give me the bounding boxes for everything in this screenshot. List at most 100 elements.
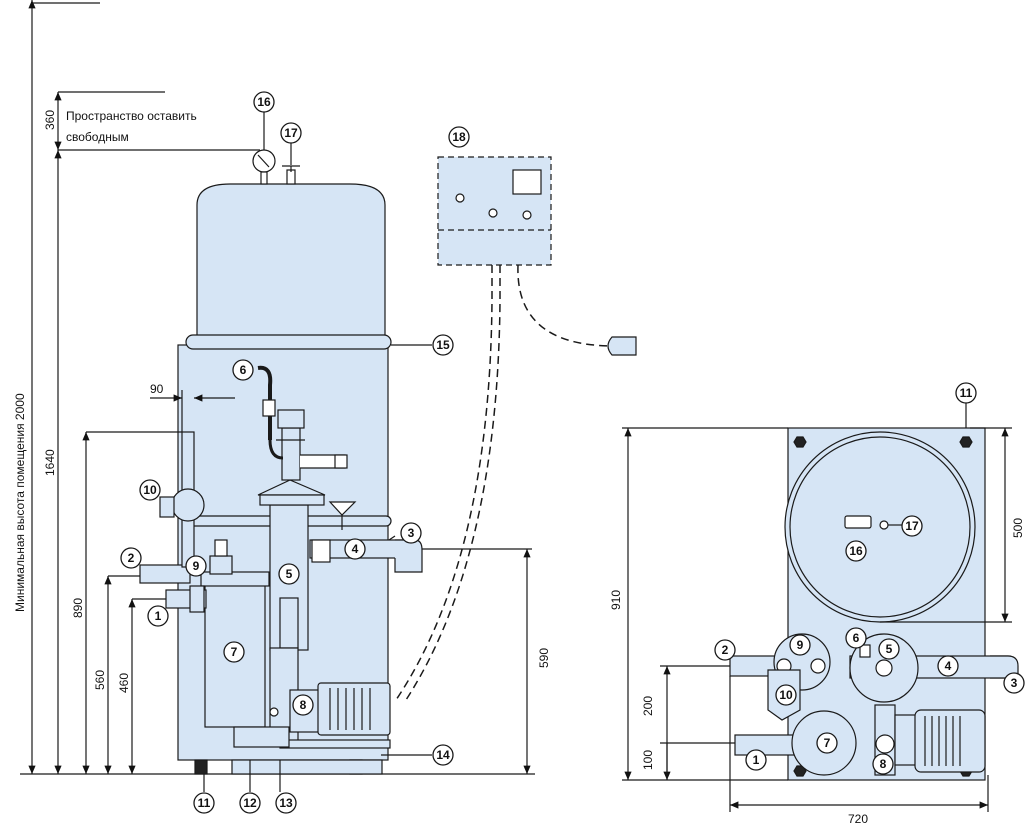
top-callout-7: 7 bbox=[816, 732, 838, 754]
min-height-label: Минимальная высота помещения 2000 bbox=[13, 393, 27, 612]
svg-text:4: 4 bbox=[352, 542, 359, 556]
svg-text:5: 5 bbox=[286, 567, 293, 581]
svg-text:1: 1 bbox=[155, 609, 162, 623]
top-callout-1: 1 bbox=[745, 749, 767, 771]
dim-label-100: 100 bbox=[641, 750, 655, 770]
svg-text:16: 16 bbox=[257, 95, 271, 109]
side-callouts: 16 17 18 15 6 10 3 4 2 9 5 1 7 8 14 11 1… bbox=[120, 91, 470, 814]
callout-12: 12 bbox=[239, 792, 261, 814]
outlet-elbow bbox=[394, 539, 423, 573]
bolt-icon bbox=[959, 436, 973, 448]
side-view bbox=[20, 0, 637, 792]
svg-text:6: 6 bbox=[240, 363, 247, 377]
svg-text:2: 2 bbox=[722, 643, 729, 657]
callout-1: 1 bbox=[147, 605, 169, 627]
dim-label-1640: 1640 bbox=[43, 449, 57, 476]
top-callout-8: 8 bbox=[872, 753, 894, 775]
dim-label-890: 890 bbox=[71, 598, 85, 618]
callout-14: 14 bbox=[432, 744, 454, 766]
svg-text:4: 4 bbox=[945, 659, 952, 673]
callout-7: 7 bbox=[223, 641, 245, 663]
dim-label-460: 460 bbox=[117, 673, 131, 693]
top-valve bbox=[879, 520, 889, 530]
top-callout-2: 2 bbox=[714, 639, 736, 661]
dim-label-560: 560 bbox=[93, 670, 107, 690]
manometer-stem bbox=[260, 171, 268, 185]
dim-label-200: 200 bbox=[641, 696, 655, 716]
top-callout-4: 4 bbox=[937, 655, 959, 677]
inner-pipe bbox=[279, 597, 299, 649]
svg-text:14: 14 bbox=[436, 748, 450, 762]
svg-text:7: 7 bbox=[824, 736, 831, 750]
note-line-2: свободным bbox=[66, 130, 129, 144]
pump-cable bbox=[395, 265, 493, 701]
dim-label-590: 590 bbox=[537, 648, 551, 668]
callout-2: 2 bbox=[120, 547, 142, 569]
dim-label-720: 720 bbox=[848, 812, 868, 826]
valve-10 bbox=[171, 488, 205, 522]
top-view bbox=[622, 403, 1019, 812]
top-callout-5: 5 bbox=[878, 638, 900, 660]
callout-8: 8 bbox=[292, 694, 314, 716]
svg-text:1: 1 bbox=[753, 753, 760, 767]
top-manometer bbox=[844, 515, 872, 529]
tank-ring bbox=[185, 334, 392, 350]
top-callout-16: 16 bbox=[845, 540, 867, 562]
callout-15: 15 bbox=[432, 334, 454, 356]
dim-label-360: 360 bbox=[43, 110, 57, 130]
svg-text:5: 5 bbox=[886, 642, 893, 656]
manometer-needle bbox=[257, 154, 270, 168]
svg-text:6: 6 bbox=[853, 631, 860, 645]
top-callout-6: 6 bbox=[845, 627, 867, 649]
svg-text:8: 8 bbox=[880, 757, 887, 771]
flex-hose bbox=[257, 365, 273, 440]
svg-text:13: 13 bbox=[279, 796, 293, 810]
svg-text:18: 18 bbox=[452, 130, 466, 144]
svg-text:7: 7 bbox=[231, 645, 238, 659]
dim-label-910: 910 bbox=[609, 590, 623, 610]
top-callout-3: 3 bbox=[1003, 672, 1025, 694]
callout-6: 6 bbox=[232, 359, 254, 381]
callout-10: 10 bbox=[139, 479, 161, 501]
callout-3: 3 bbox=[400, 522, 422, 544]
svg-text:16: 16 bbox=[849, 544, 863, 558]
svg-text:3: 3 bbox=[408, 526, 415, 540]
tank-dome bbox=[196, 183, 386, 346]
top-callout-10: 10 bbox=[775, 684, 797, 706]
svg-text:10: 10 bbox=[143, 483, 157, 497]
mains-cable bbox=[517, 264, 613, 347]
foot-left bbox=[194, 759, 208, 775]
svg-text:12: 12 bbox=[243, 796, 257, 810]
pump-base bbox=[279, 739, 391, 749]
callout-4: 4 bbox=[344, 538, 366, 560]
svg-text:10: 10 bbox=[779, 688, 793, 702]
inlet-pipe-2 bbox=[139, 564, 191, 584]
callout-11: 11 bbox=[193, 792, 215, 814]
svg-text:17: 17 bbox=[284, 126, 298, 140]
top-callout-11: 11 bbox=[955, 382, 977, 404]
dim-label-90: 90 bbox=[150, 382, 164, 396]
svg-text:11: 11 bbox=[198, 796, 211, 810]
svg-text:17: 17 bbox=[905, 519, 919, 533]
top-callouts: 11 17 16 9 6 5 2 4 10 3 7 1 8 bbox=[714, 382, 1025, 775]
note-line-1: Пространство оставить bbox=[66, 109, 197, 123]
base-plate bbox=[231, 759, 383, 775]
svg-text:2: 2 bbox=[128, 551, 135, 565]
svg-text:11: 11 bbox=[960, 386, 973, 400]
svg-text:9: 9 bbox=[193, 559, 200, 573]
vent-valve bbox=[286, 169, 296, 185]
callout-17: 17 bbox=[280, 122, 302, 144]
callout-16: 16 bbox=[253, 91, 275, 113]
control-display bbox=[512, 169, 542, 195]
svg-text:9: 9 bbox=[797, 638, 804, 652]
top-callout-17: 17 bbox=[901, 515, 923, 537]
callout-5: 5 bbox=[278, 563, 300, 585]
callout-18: 18 bbox=[448, 126, 470, 148]
bolt-icon bbox=[793, 436, 807, 448]
callout-13: 13 bbox=[275, 792, 297, 814]
svg-text:3: 3 bbox=[1011, 676, 1018, 690]
valve-assembly bbox=[281, 427, 301, 481]
mains-plug bbox=[607, 336, 637, 356]
top-callout-9: 9 bbox=[789, 634, 811, 656]
